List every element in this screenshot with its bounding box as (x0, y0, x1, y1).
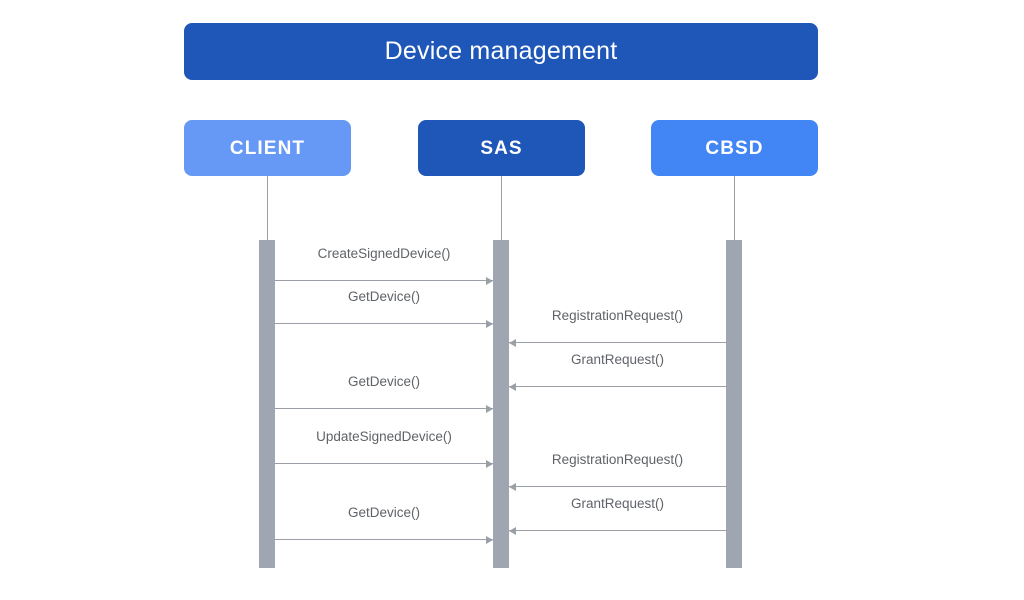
message-label: RegistrationRequest() (551, 452, 684, 467)
message-label: CreateSignedDevice() (317, 246, 451, 261)
message-label: RegistrationRequest() (551, 308, 684, 323)
arrow-head-left-icon (509, 482, 516, 491)
arrow-head-right-icon (486, 319, 493, 328)
message-get-device-3[interactable]: GetDevice() (275, 505, 493, 544)
arrow-head-right-icon (486, 459, 493, 468)
message-grant-request-1[interactable]: GrantRequest() (509, 352, 726, 391)
message-get-device-1[interactable]: GetDevice() (275, 289, 493, 328)
participant-sas-label: SAS (480, 137, 523, 159)
message-line (509, 530, 726, 531)
diagram-title-banner: Device management (184, 23, 818, 80)
message-create-signed-device[interactable]: CreateSignedDevice() (275, 246, 493, 285)
message-get-device-2[interactable]: GetDevice() (275, 374, 493, 413)
message-label: GetDevice() (347, 505, 420, 520)
arrow-head-left-icon (509, 338, 516, 347)
arrow-head-left-icon (509, 526, 516, 535)
lifeline-sas (501, 176, 502, 240)
activation-bar-cbsd (726, 240, 742, 568)
diagram-title-text: Device management (384, 37, 618, 65)
message-line (275, 539, 493, 540)
message-registration-request-1[interactable]: RegistrationRequest() (509, 308, 726, 347)
activation-bar-sas (493, 240, 509, 568)
message-line (275, 463, 493, 464)
arrow-head-right-icon (486, 535, 493, 544)
message-update-signed-device[interactable]: UpdateSignedDevice() (275, 429, 493, 468)
participant-sas[interactable]: SAS (418, 120, 585, 176)
participant-client-label: CLIENT (229, 137, 306, 159)
lifeline-cbsd (734, 176, 735, 240)
arrow-head-right-icon (486, 404, 493, 413)
participant-cbsd[interactable]: CBSD (651, 120, 818, 176)
message-line (275, 408, 493, 409)
participant-client[interactable]: CLIENT (184, 120, 351, 176)
message-label: GetDevice() (347, 289, 420, 304)
message-label: GetDevice() (347, 374, 420, 389)
message-line (509, 342, 726, 343)
message-line (275, 323, 493, 324)
message-line (509, 486, 726, 487)
activation-bar-client (259, 240, 275, 568)
message-line (509, 386, 726, 387)
arrow-head-right-icon (486, 276, 493, 285)
lifeline-client (267, 176, 268, 240)
message-label: GrantRequest() (570, 352, 665, 367)
message-line (275, 280, 493, 281)
message-label: GrantRequest() (570, 496, 665, 511)
participant-cbsd-label: CBSD (705, 137, 764, 159)
message-registration-request-2[interactable]: RegistrationRequest() (509, 452, 726, 491)
message-grant-request-2[interactable]: GrantRequest() (509, 496, 726, 535)
arrow-head-left-icon (509, 382, 516, 391)
message-label: UpdateSignedDevice() (316, 429, 452, 444)
